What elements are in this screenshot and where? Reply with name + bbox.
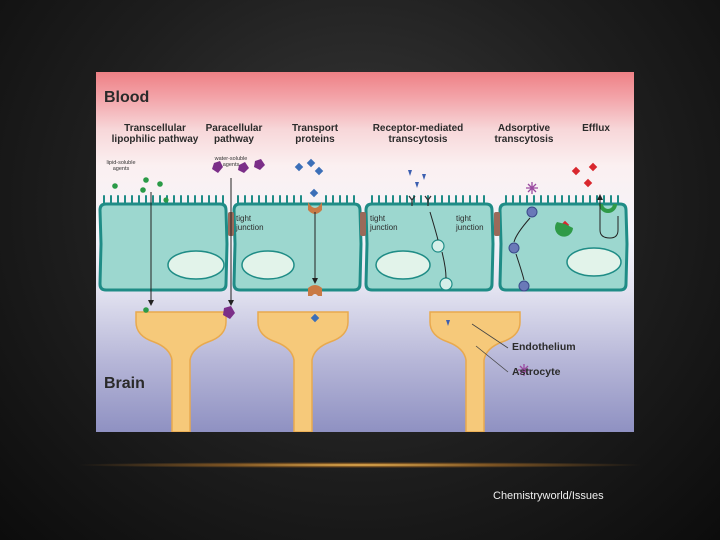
tight-junction-label-3: tight junction	[456, 214, 484, 232]
efflux-pumps	[555, 204, 617, 237]
receptor-mediated-label: Receptor-mediated transcytosis	[372, 123, 464, 145]
bbb-diagram: Blood Brain Transcellular lipophilic pat…	[96, 72, 634, 432]
receptors	[408, 195, 432, 206]
transport-proteins-label: Transport proteins	[291, 123, 339, 145]
at-arrow	[513, 217, 531, 281]
efflux-label: Efflux	[582, 123, 610, 134]
diagram-artwork	[98, 158, 629, 432]
nuclei	[167, 247, 622, 280]
water-soluble-agents	[212, 159, 265, 319]
footer-divider	[80, 462, 640, 468]
brain-label: Brain	[104, 375, 145, 392]
endothelium-label: Endothelium	[512, 341, 576, 353]
transcellular-label: Transcellular lipophilic pathway	[111, 123, 199, 145]
water-soluble-label: water-soluble agents	[214, 156, 248, 169]
efflux-arrow	[599, 196, 619, 239]
receptor-ligands	[408, 170, 450, 326]
rmt-arrow	[429, 211, 447, 279]
paracellular-label: Paracellular pathway	[205, 123, 263, 145]
image-credit: Chemistryworld/Issues	[493, 490, 604, 502]
astrocytes	[135, 311, 521, 432]
tight-junction-label-2: tight junction	[370, 214, 398, 232]
adsorptive-label: Adsorptive transcytosis	[494, 123, 554, 145]
legend-leader-lines	[471, 323, 509, 373]
transporter-proteins	[308, 202, 322, 296]
at-vesicles	[508, 206, 538, 292]
microvilli	[103, 195, 619, 207]
lipid-soluble-label: lipid-soluble agents	[106, 160, 136, 173]
rmt-vesicles	[431, 239, 453, 291]
cationic-molecules	[518, 182, 538, 376]
astrocyte-label: Astrocyte	[512, 366, 561, 378]
tight-junction-label-1: tight junction	[236, 214, 264, 232]
blood-label: Blood	[104, 89, 150, 106]
lipid-soluble-agents	[112, 177, 169, 313]
transport-substrates	[294, 158, 324, 323]
